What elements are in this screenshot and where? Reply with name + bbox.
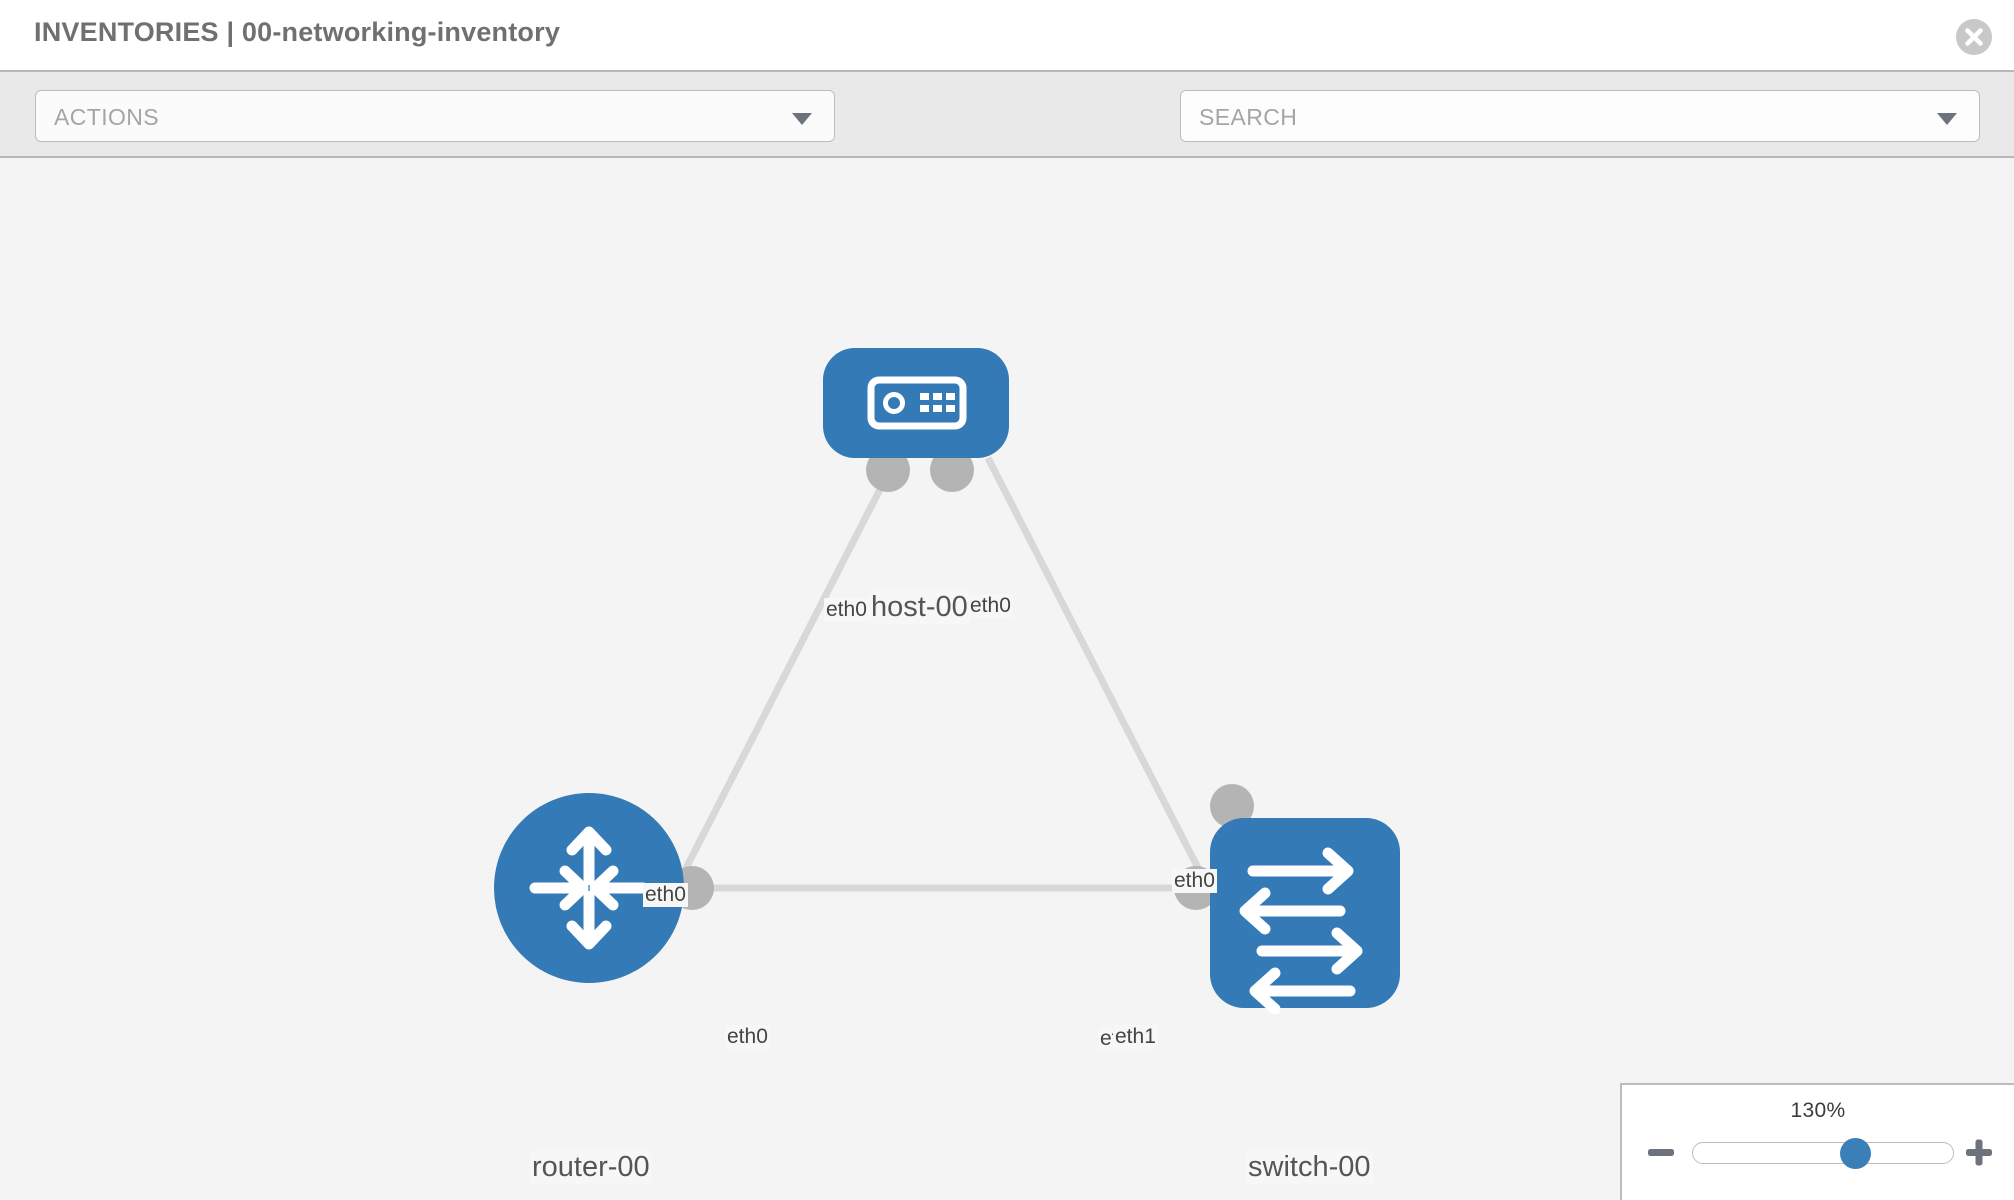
switch-arrows-icon	[1239, 847, 1363, 1015]
chevron-down-icon	[1937, 113, 1957, 125]
node-label-switch-00: switch-00	[1246, 1151, 1373, 1184]
topology-canvas[interactable]: eth0 eth0 eth0 eth0 eth0 eth eth1 host-0…	[0, 158, 2014, 1200]
page-title: INVENTORIES | 00-networking-inventory	[34, 17, 561, 47]
iface-label-switch-eth1: eth1	[1113, 1025, 1158, 1049]
topology-connectors	[670, 448, 1254, 910]
close-icon[interactable]	[1956, 19, 1992, 55]
minus-icon[interactable]	[1644, 1135, 1678, 1169]
node-router-00[interactable]	[494, 793, 684, 983]
node-label-router-00: router-00	[530, 1151, 652, 1184]
topology-links	[636, 456, 1242, 960]
zoom-slider-thumb[interactable]	[1840, 1138, 1871, 1169]
window-header: INVENTORIES | 00-networking-inventory	[0, 0, 2014, 72]
connector-host-left[interactable]	[866, 448, 910, 492]
iface-label-host-left: eth0	[824, 598, 869, 622]
iface-label-router-eth0: eth0	[725, 1025, 770, 1049]
server-icon	[867, 376, 967, 430]
zoom-control-panel: 130%	[1620, 1083, 2014, 1200]
iface-label-switch-uplink: eth0	[1172, 869, 1217, 893]
search-placeholder: SEARCH	[1199, 104, 1298, 130]
iface-label-host-right: eth0	[968, 594, 1013, 618]
actions-dropdown-label: ACTIONS	[54, 104, 160, 130]
zoom-level-value: 130%	[1790, 1099, 1846, 1122]
connector-switch-uplink[interactable]	[1210, 784, 1254, 828]
connector-host-right[interactable]	[930, 448, 974, 492]
topology-graph	[494, 348, 1400, 1015]
iface-label-router-uplink: eth0	[643, 883, 688, 907]
node-host-00[interactable]	[823, 348, 1009, 458]
zoom-slider[interactable]	[1692, 1138, 1954, 1169]
chevron-down-icon	[792, 113, 812, 125]
node-switch-00[interactable]	[1210, 818, 1400, 1015]
search-input[interactable]: SEARCH	[1180, 90, 1980, 142]
toolbar: ACTIONS SEARC	[0, 72, 2014, 198]
actions-dropdown[interactable]: ACTIONS	[35, 90, 835, 142]
node-label-host-00: host-00	[869, 591, 970, 624]
link-host-switch[interactable]	[984, 456, 1242, 948]
router-arrows-icon	[529, 826, 649, 950]
plus-icon[interactable]	[1962, 1135, 1996, 1169]
